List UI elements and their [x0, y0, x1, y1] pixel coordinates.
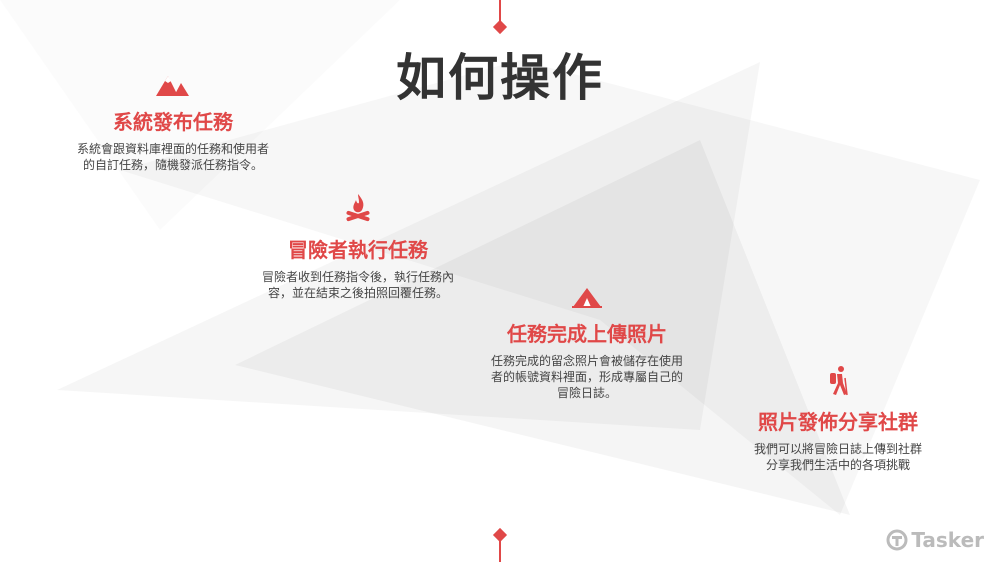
hiker-icon	[708, 366, 968, 396]
campfire-icon	[228, 194, 488, 224]
mountain-icon	[43, 68, 303, 96]
step-desc: 任務完成的留念照片會被儲存在使用者的帳號資料裡面，形成專屬自己的冒險日誌。	[490, 354, 683, 400]
bottom-connector-line	[499, 538, 501, 562]
step-title: 冒險者執行任務	[288, 238, 428, 262]
step-title: 照片發佈分享社群	[758, 410, 918, 434]
logo-text: Tasker	[911, 528, 984, 552]
step-desc: 系統會跟資料庫裡面的任務和使用者的自訂任務，隨機發派任務指令。	[76, 142, 269, 172]
tasker-logo-icon	[886, 529, 908, 551]
step-system-publish: 系統發布任務 系統會跟資料庫裡面的任務和使用者的自訂任務，隨機發派任務指令。	[43, 68, 303, 173]
top-connector-line	[499, 0, 501, 24]
page-title: 如何操作	[396, 49, 604, 107]
step-title: 系統發布任務	[113, 110, 233, 134]
step-share-community: 照片發佈分享社群 我們可以將冒險日誌上傳到社群分享我們生活中的各項挑戰	[708, 366, 968, 473]
tent-icon	[457, 280, 717, 308]
step-adventurer-execute: 冒險者執行任務 冒險者收到任務指令後，執行任務內容，並在結束之後拍照回覆任務。	[228, 194, 488, 301]
step-desc: 我們可以將冒險日誌上傳到社群分享我們生活中的各項挑戰	[753, 442, 922, 472]
step-title: 任務完成上傳照片	[507, 322, 667, 346]
tasker-logo: Tasker	[886, 528, 984, 552]
step-desc: 冒險者收到任務指令後，執行任務內容，並在結束之後拍照回覆任務。	[261, 270, 454, 300]
step-upload-photo: 任務完成上傳照片 任務完成的留念照片會被儲存在使用者的帳號資料裡面，形成專屬自己…	[457, 280, 717, 401]
